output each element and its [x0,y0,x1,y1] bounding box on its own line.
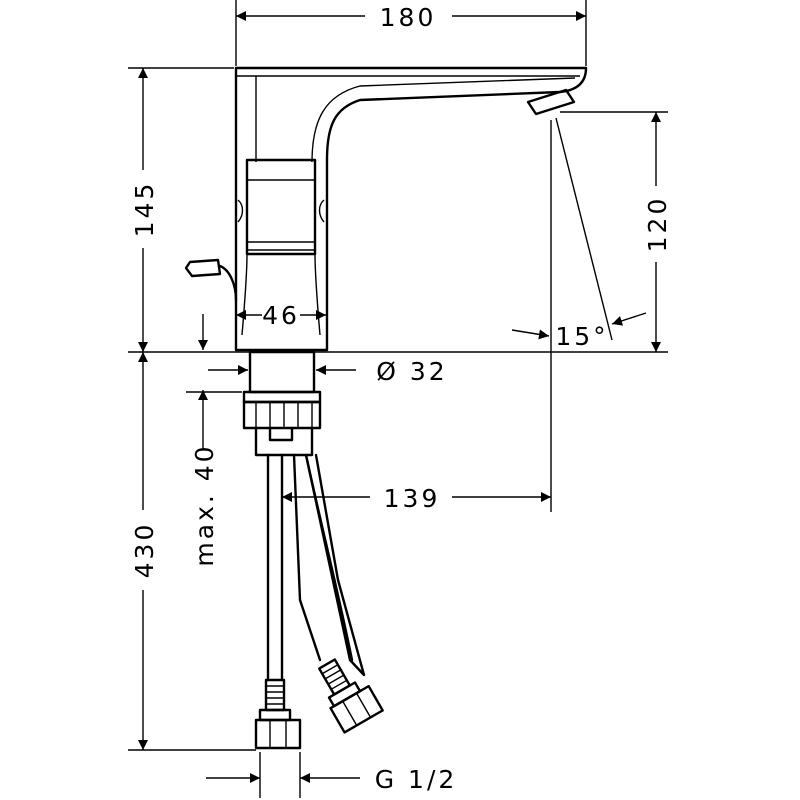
dim-mount-hole-diameter: Ø 32 [376,357,447,386]
spout-inner-line [255,76,576,163]
popup-rod [304,453,366,677]
dim-projection: 139 [384,484,441,513]
aerator [526,88,576,116]
dim-spray-angle: 15° [555,322,608,351]
faucet-outline [184,66,588,750]
dim-connection-thread: G 1/2 [375,765,458,794]
dim-overall-length: 180 [380,3,437,32]
dim-max-deck-thickness: max. 40 [190,443,219,566]
hose-connector-left [254,678,302,750]
hose-connector-right [318,658,384,734]
mounting-nut [242,400,322,430]
spout-body [234,66,588,352]
dim-body-width: 46 [262,301,300,330]
dim-spout-height: 145 [130,181,159,238]
base-shank [248,350,316,394]
lever-handle [245,158,317,256]
hose-left [266,453,284,682]
popup-lever [184,258,238,302]
dim-outlet-height: 120 [643,196,672,253]
dimension-lines [128,0,668,798]
dim-hose-length: 430 [130,522,159,579]
